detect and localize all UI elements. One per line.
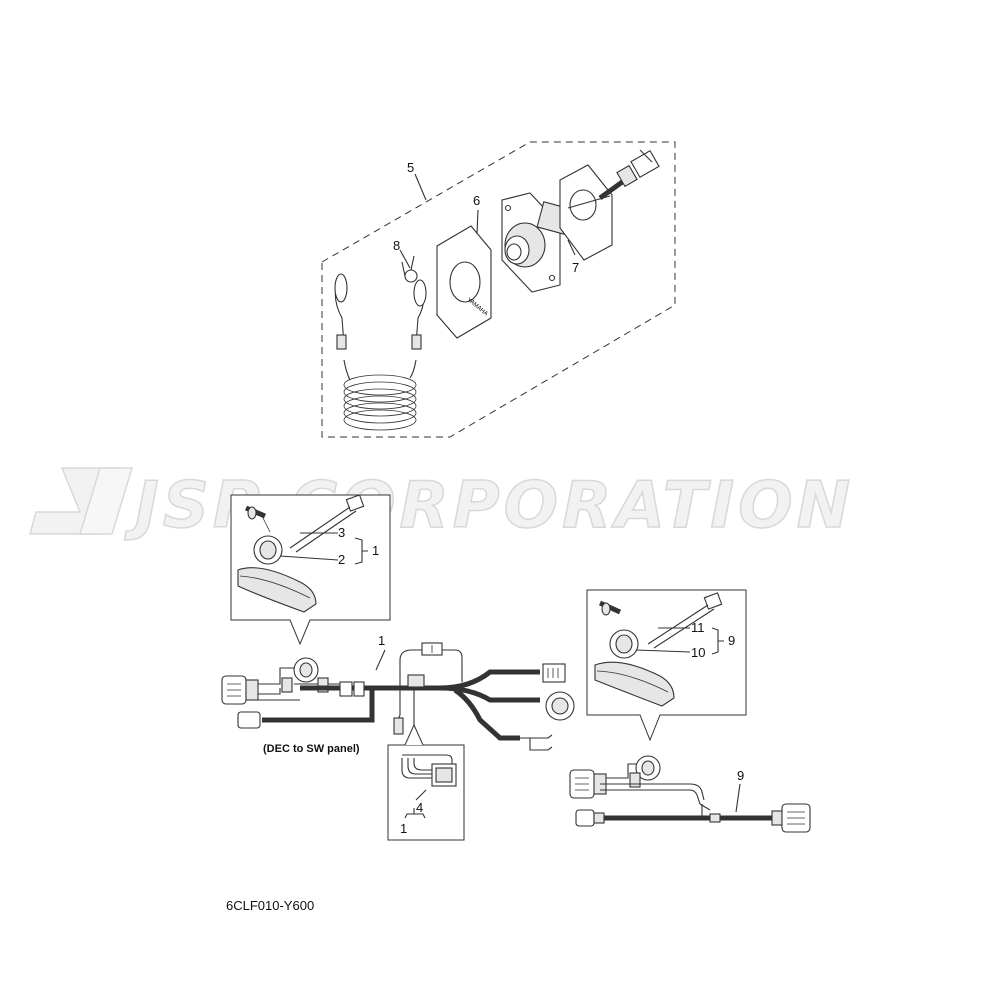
watermark-logo-stripe-icon bbox=[78, 467, 134, 535]
callout-1-detail: 1 bbox=[372, 543, 379, 558]
detail-box-left: 3 2 1 bbox=[230, 494, 391, 646]
lanyard-cord-icon bbox=[334, 273, 427, 431]
callout-2: 2 bbox=[338, 552, 345, 567]
detail-box-lower: 4 1 bbox=[387, 723, 465, 841]
coupler-top-right-icon bbox=[542, 663, 566, 683]
callout-5: 5 bbox=[407, 160, 414, 175]
callout-9-detail: 9 bbox=[728, 633, 735, 648]
coupler-lower-left-icon bbox=[237, 711, 261, 729]
tie-band-3-icon bbox=[345, 494, 365, 512]
harness-9: 9 bbox=[569, 755, 811, 833]
callout-8: 8 bbox=[393, 238, 400, 253]
diagram-code: 6CLF010-Y600 bbox=[226, 898, 314, 913]
callout-11: 11 bbox=[691, 620, 705, 635]
watermark: JSP CORPORATION bbox=[29, 467, 851, 544]
detail-box-right: 11 10 9 bbox=[586, 589, 747, 742]
gasket-7-icon bbox=[559, 149, 660, 261]
plate-6-icon: YAMAHA bbox=[436, 225, 492, 339]
clip-8-icon bbox=[401, 255, 418, 283]
callout-9-main: 9 bbox=[737, 768, 744, 783]
callout-6: 6 bbox=[473, 193, 480, 208]
callout-7: 7 bbox=[572, 260, 579, 275]
assembly-5-outline bbox=[321, 141, 676, 438]
callout-3: 3 bbox=[338, 525, 345, 540]
callout-4: 4 bbox=[416, 800, 423, 815]
callout-1-main: 1 bbox=[378, 633, 385, 648]
main-harness-1: (DEC to SW panel) 1 bbox=[221, 633, 575, 755]
top-assembly: YAMAHA 5 6 bbox=[321, 141, 676, 438]
callout-10: 10 bbox=[691, 645, 705, 660]
callout-1-lower: 1 bbox=[400, 821, 407, 836]
harness-annotation: (DEC to SW panel) bbox=[263, 743, 360, 755]
connector-4-icon bbox=[401, 754, 457, 787]
coupler-9-lower-icon bbox=[575, 809, 595, 827]
